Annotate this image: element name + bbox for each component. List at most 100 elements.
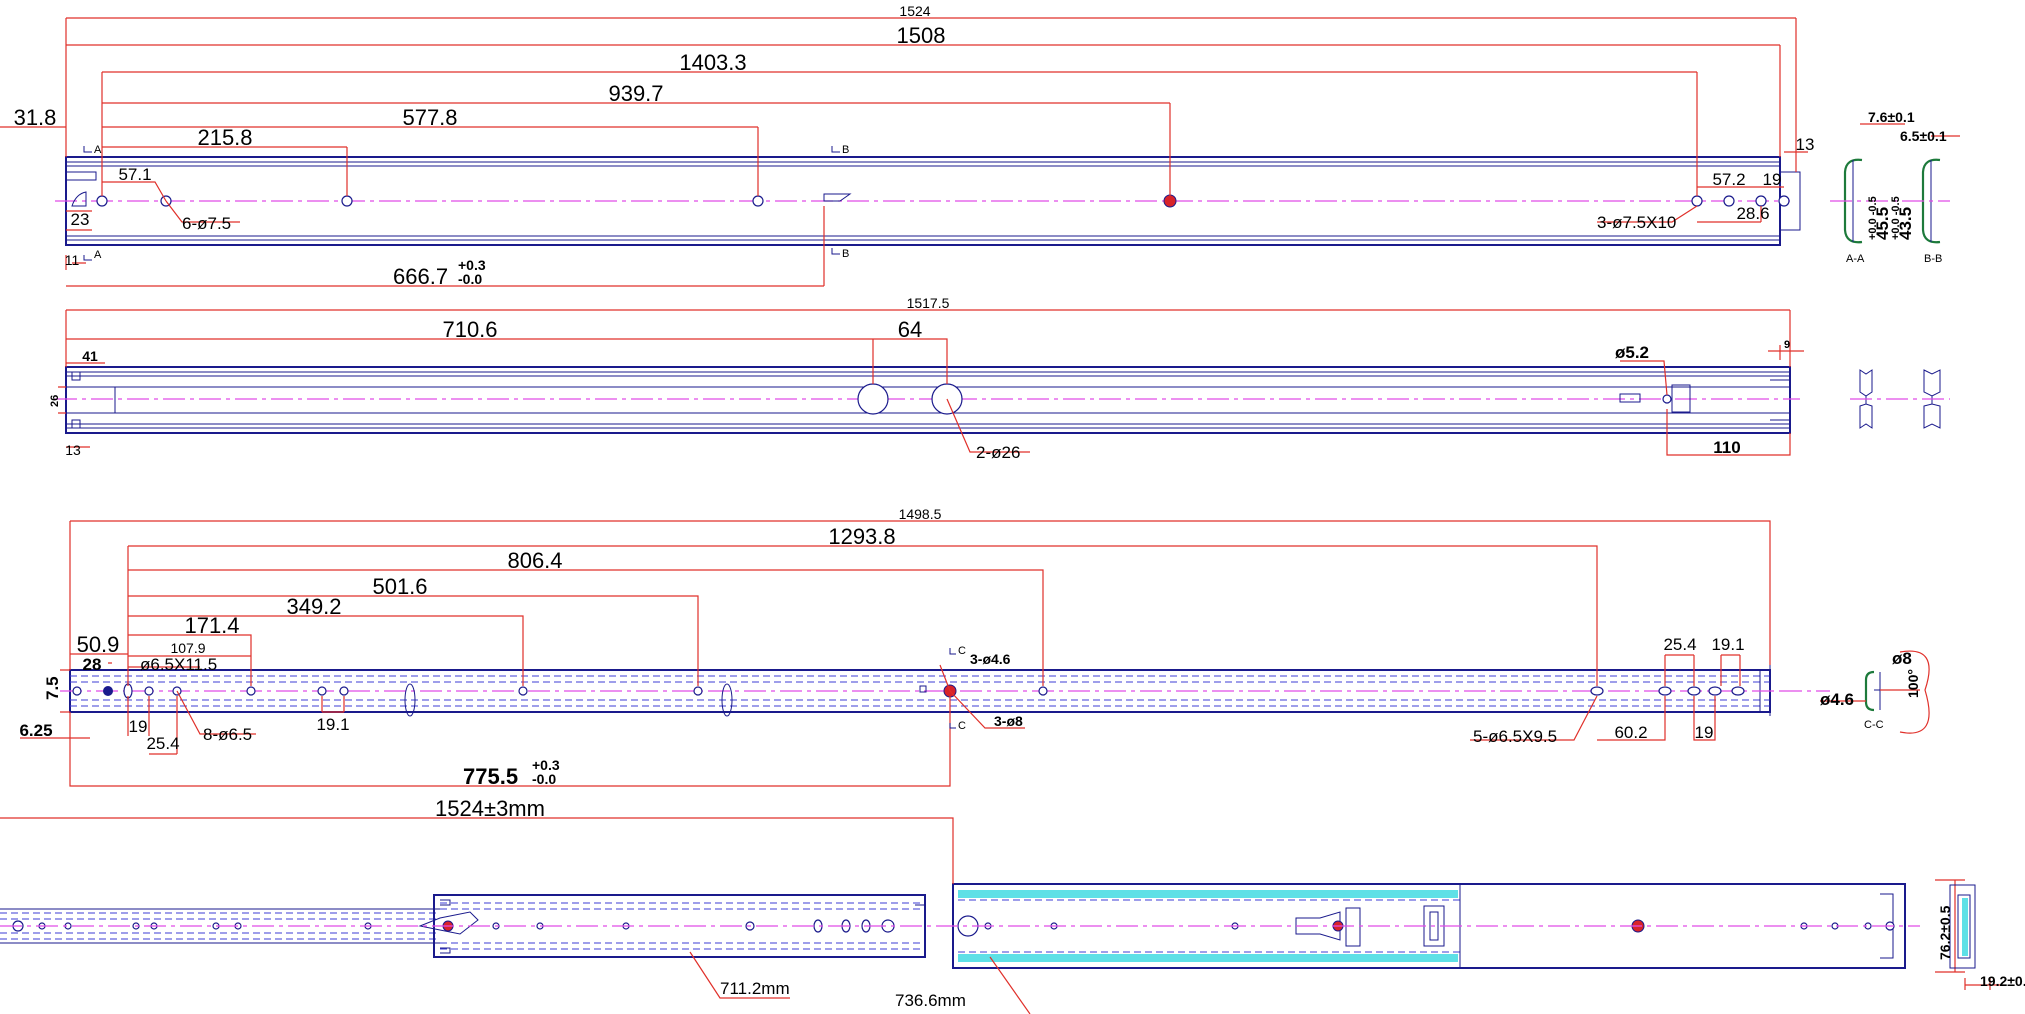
height-45-5-tol: +0.0 -0.5 bbox=[1867, 196, 1879, 240]
dim-d5-2: ø5.2 bbox=[1615, 343, 1649, 362]
section-d8: ø8 bbox=[1892, 649, 1912, 668]
dim-57-1: 57.1 bbox=[118, 165, 151, 184]
dim-666-7: 666.7 bbox=[393, 264, 448, 289]
dim-3-holes-8: 3-ø8 bbox=[994, 713, 1023, 729]
height-45-5: 45.5 bbox=[1873, 207, 1892, 240]
hole-h bbox=[1778, 195, 1790, 207]
dim-25-4-b: 25.4 bbox=[1663, 635, 1696, 654]
marker-c-top: C bbox=[958, 645, 966, 657]
dim-1508: 1508 bbox=[897, 23, 946, 48]
dim-57-2: 57.2 bbox=[1712, 170, 1745, 189]
marker-a-bottom: A bbox=[94, 249, 102, 261]
height-43-5-tol: +0.0 -0.5 bbox=[1890, 196, 1902, 240]
dim-711-2mm: 711.2mm bbox=[720, 979, 790, 998]
height-43-5: 43.5 bbox=[1896, 207, 1915, 240]
dim-41: 41 bbox=[82, 348, 98, 364]
hole-f bbox=[1723, 195, 1735, 207]
dim-736-6mm: 736.6mm bbox=[895, 991, 966, 1010]
dim-60-2: 60.2 bbox=[1614, 723, 1647, 742]
dim-50-9: 50.9 bbox=[77, 632, 120, 657]
dim-slot-6-5x11-5: ø6.5X11.5 bbox=[140, 655, 217, 674]
section-angle: 100° bbox=[1905, 669, 1921, 698]
dim-76-2: 76.2±0.5 bbox=[1937, 905, 1953, 960]
tol-plus-2: +0.3 bbox=[532, 757, 560, 773]
view-1: 1524 1508 1403.3 939.7 31.8 577.8 215.8 … bbox=[0, 3, 1960, 289]
stop-tab bbox=[823, 193, 852, 202]
end-bracket bbox=[1423, 905, 1445, 947]
dim-577-8: 577.8 bbox=[402, 105, 457, 130]
dim-19: 19 bbox=[1763, 170, 1782, 189]
view-4: 1524±3mm 711.2mm 736.6mm 76.2±0.5 19.2±0… bbox=[0, 796, 2025, 1014]
dim-23: 23 bbox=[71, 210, 90, 229]
section-d4-6: ø4.6 bbox=[1820, 690, 1854, 709]
dim-6-25: 6.25 bbox=[19, 721, 52, 740]
dim-19-b: 19 bbox=[1695, 723, 1714, 742]
tol-minus-2: -0.0 bbox=[532, 771, 556, 787]
marker-a-top: A bbox=[94, 144, 102, 156]
assembly-end-profile bbox=[1949, 884, 1976, 969]
tol-plus-1: +0.3 bbox=[458, 257, 486, 273]
view-3: 1498.5 1293.8 806.4 501.6 349.2 171.4 50… bbox=[19, 506, 1930, 789]
dim-775-5: 775.5 bbox=[463, 764, 518, 789]
latch-lever bbox=[418, 911, 479, 935]
dim-501-6: 501.6 bbox=[372, 574, 427, 599]
marker-b-top: B bbox=[842, 144, 849, 156]
dim-9: 9 bbox=[1784, 339, 1790, 351]
rivet-red bbox=[1163, 194, 1177, 208]
hole-dark bbox=[103, 686, 113, 696]
dim-171-4: 171.4 bbox=[184, 613, 239, 638]
dim-806-4: 806.4 bbox=[507, 548, 562, 573]
dim-1517-5: 1517.5 bbox=[907, 295, 950, 311]
width-6-5: 6.5±0.1 bbox=[1900, 128, 1947, 144]
dim-13: 13 bbox=[65, 442, 81, 458]
dim-1498-5: 1498.5 bbox=[899, 506, 942, 522]
dim-7-5: 7.5 bbox=[43, 676, 62, 700]
dim-19-1-a: 19.1 bbox=[316, 715, 349, 734]
tol-minus-1: -0.0 bbox=[458, 271, 482, 287]
dim-19-a: 19 bbox=[129, 717, 148, 736]
dim-1293-8: 1293.8 bbox=[828, 524, 895, 549]
dim-28-6: 28.6 bbox=[1736, 204, 1769, 223]
dim-5-slots: 5-ø6.5X9.5 bbox=[1473, 727, 1557, 746]
hole-d bbox=[752, 195, 764, 207]
section-label-c-c: C-C bbox=[1864, 719, 1884, 731]
marker-b-bottom: B bbox=[842, 248, 849, 260]
dim-26: 26 bbox=[49, 395, 61, 407]
dim-215-8: 215.8 bbox=[197, 125, 252, 150]
dim-939-7: 939.7 bbox=[608, 81, 663, 106]
dim-1524-3mm: 1524±3mm bbox=[435, 796, 545, 821]
dim-13: 13 bbox=[1796, 135, 1815, 154]
dim-107-9: 107.9 bbox=[170, 640, 205, 656]
large-hole-1 bbox=[857, 383, 889, 415]
dim-1403-3: 1403.3 bbox=[679, 50, 746, 75]
width-7-6: 7.6±0.1 bbox=[1868, 109, 1915, 125]
hole-c bbox=[341, 195, 353, 207]
section-c-c bbox=[1820, 650, 1930, 734]
dim-110: 110 bbox=[1713, 438, 1740, 457]
dim-31-8: 31.8 bbox=[14, 105, 57, 130]
dim-349-2: 349.2 bbox=[286, 594, 341, 619]
lock-mechanism bbox=[1295, 907, 1361, 947]
hole-a bbox=[96, 195, 108, 207]
dim-11: 11 bbox=[65, 252, 80, 268]
dim-25-4-a: 25.4 bbox=[146, 734, 179, 753]
dim-6-holes: 6-ø7.5 bbox=[182, 214, 231, 233]
dim-2-holes: 2-ø26 bbox=[976, 443, 1020, 462]
dim-64: 64 bbox=[898, 317, 922, 342]
front-tab bbox=[71, 191, 87, 207]
section-view2-a bbox=[1859, 369, 1873, 429]
dim-28: 28 bbox=[83, 655, 102, 674]
section-label-a-a: A-A bbox=[1846, 253, 1865, 265]
hole-e bbox=[1691, 195, 1703, 207]
view-2: 1517.5 710.6 64 41 26 13 ø5.2 9 2-ø26 11… bbox=[49, 295, 1950, 462]
dim-710-6: 710.6 bbox=[442, 317, 497, 342]
latch-block bbox=[1619, 384, 1691, 413]
marker-c-bottom: C bbox=[958, 720, 966, 732]
section-label-b-b: B-B bbox=[1924, 253, 1942, 265]
dim-3-holes: 3-ø7.5X10 bbox=[1597, 213, 1676, 232]
dim-19-1-b: 19.1 bbox=[1711, 635, 1744, 654]
dim-19-2: 19.2±0.3 bbox=[1980, 973, 2025, 989]
section-view2-b bbox=[1923, 369, 1941, 429]
dim-8-holes: 8-ø6.5 bbox=[203, 725, 252, 744]
